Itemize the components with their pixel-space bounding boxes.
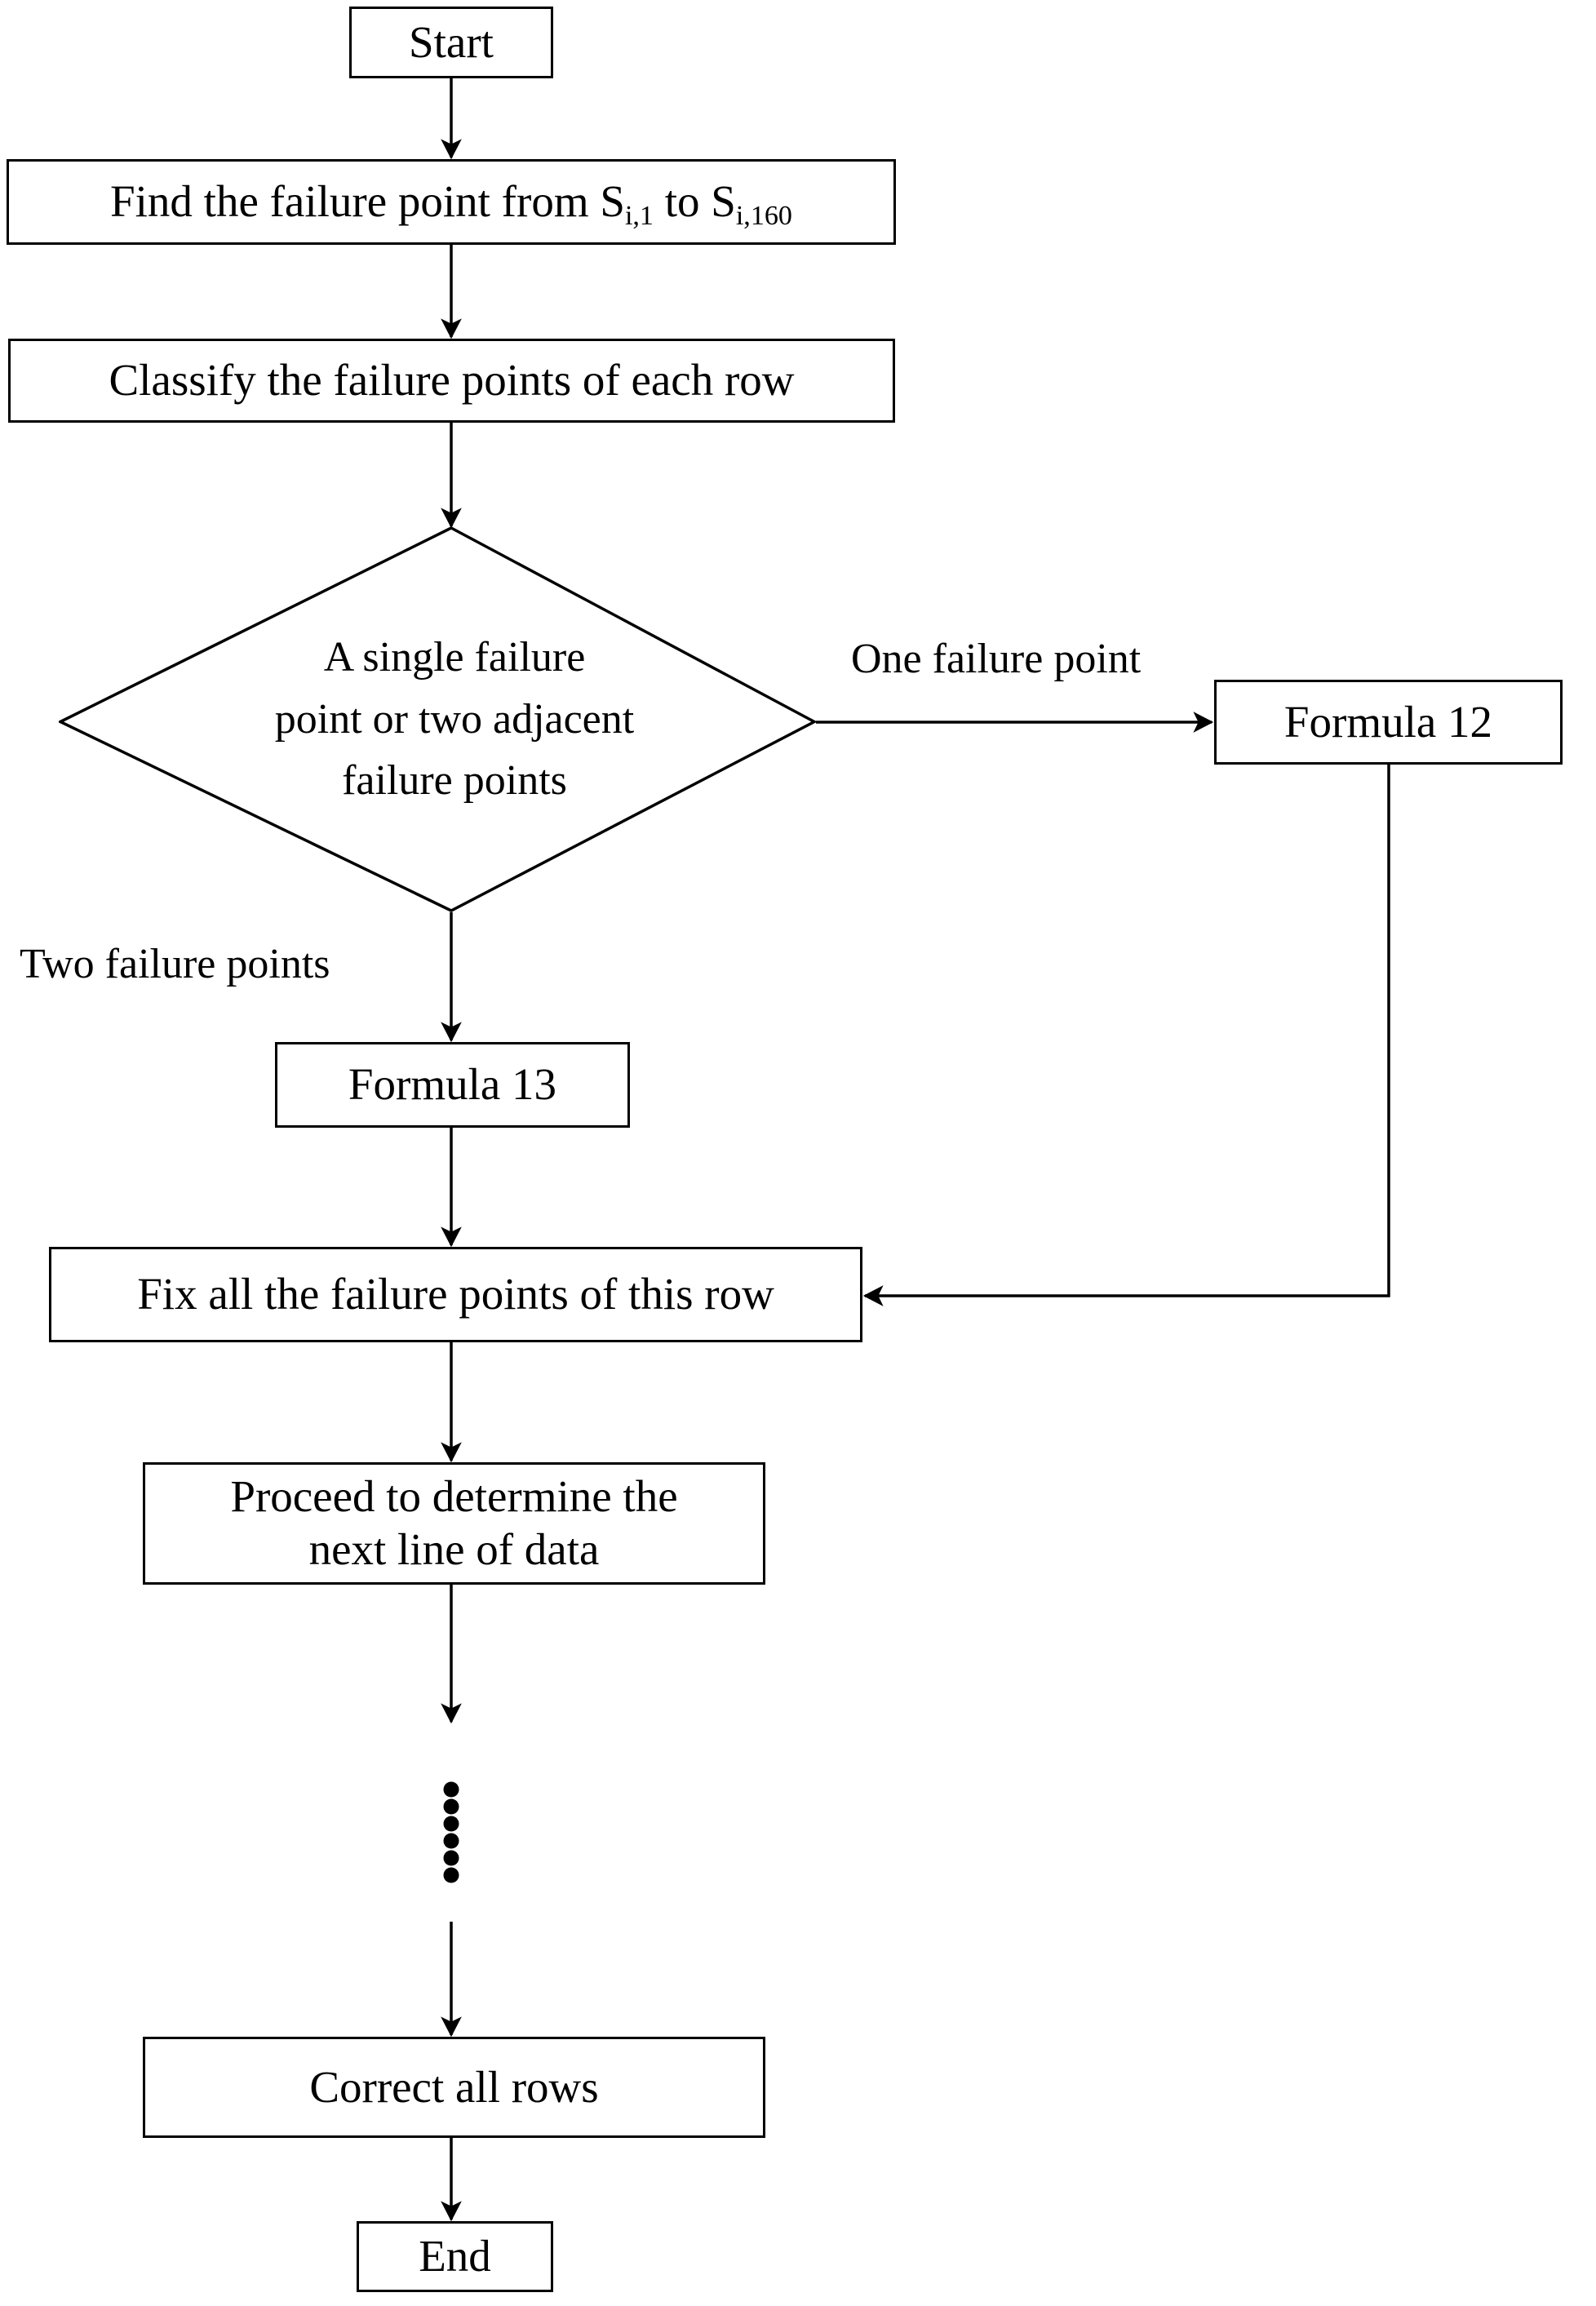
node-start-label: Start xyxy=(409,16,494,67)
find-subscript-1: i,1 xyxy=(624,201,654,232)
find-text-mid: to S xyxy=(653,176,736,227)
find-text-pre: Find the failure point from S xyxy=(110,176,625,227)
node-proceed-next-line[interactable]: Proceed to determine the next line of da… xyxy=(143,1462,765,1585)
node-formula-12-label: Formula 12 xyxy=(1283,696,1493,747)
node-correct-all-rows[interactable]: Correct all rows xyxy=(143,2037,765,2138)
node-formula-12[interactable]: Formula 12 xyxy=(1214,680,1563,765)
node-end-label: End xyxy=(419,2231,491,2282)
edge-label-one-failure-point: One failure point xyxy=(851,636,1142,682)
node-start[interactable]: Start xyxy=(349,7,553,78)
vertical-ellipsis-dots xyxy=(443,1781,459,1883)
find-subscript-2: i,160 xyxy=(735,201,792,232)
diamond-shape xyxy=(59,526,816,912)
node-decision-label: A single failure point or two adjacent f… xyxy=(274,634,635,805)
node-correct-all-rows-label: Correct all rows xyxy=(309,2061,599,2112)
node-fix-failure-points-row[interactable]: Fix all the failure points of this row xyxy=(49,1247,862,1342)
node-formula-13[interactable]: Formula 13 xyxy=(275,1042,630,1128)
node-classify-failure-points-label: Classify the failure points of each row xyxy=(109,355,795,406)
edge-label-two-failure-points: Two failure points xyxy=(20,941,330,987)
node-end[interactable]: End xyxy=(357,2221,553,2292)
node-find-failure-point[interactable]: Find the failure point from Si,1 to Si,1… xyxy=(7,159,896,245)
node-proceed-next-line-label: Proceed to determine the next line of da… xyxy=(230,1471,678,1574)
node-formula-13-label: Formula 13 xyxy=(348,1059,557,1110)
node-decision-failure-point-count[interactable]: A single failure point or two adjacent f… xyxy=(59,526,816,912)
node-fix-failure-points-row-label: Fix all the failure points of this row xyxy=(137,1269,774,1319)
node-classify-failure-points[interactable]: Classify the failure points of each row xyxy=(8,339,895,423)
node-find-failure-point-label: Find the failure point from Si,1 to Si,1… xyxy=(102,175,800,232)
